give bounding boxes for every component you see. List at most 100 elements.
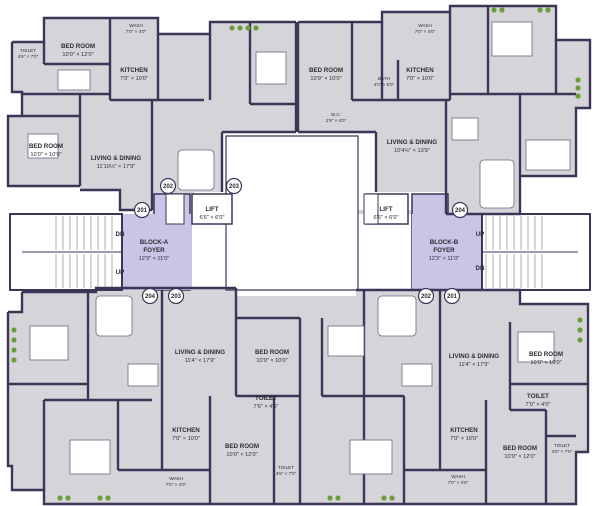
bed-icon [29, 325, 69, 361]
kitchen-d-dim: 7'0" × 10'0" [450, 436, 478, 442]
flat-number-label: 202 [163, 184, 174, 190]
dining-table-icon [451, 117, 479, 141]
plant-icon [537, 7, 543, 13]
toilet-b-name: TOILET [255, 395, 277, 402]
flat-number-label: 201 [447, 294, 458, 300]
kitchen-a-dim: 7'0" × 10'0" [120, 76, 148, 82]
bed-icon [491, 21, 533, 57]
bedroom-e-dim: 10'0" × 12'0" [226, 452, 257, 458]
flat-badge-circle [133, 201, 151, 219]
plant-icon [65, 495, 71, 501]
stair-left-up: UP [116, 269, 125, 276]
plant-icon [11, 357, 17, 363]
foyer-b-area [412, 214, 482, 290]
kitchen-b-name: KITCHEN [406, 67, 434, 74]
flat-badge-circle [451, 201, 469, 219]
toilet-d-name: TOILET [527, 393, 549, 400]
living-d-dim: 11'4" × 17'9" [459, 362, 490, 368]
lift-a-name: LIFT [205, 206, 218, 213]
plant-icon [575, 85, 581, 91]
bedroom-d-dim: 10'0" × 10'0" [256, 358, 287, 364]
toilet-c-dim: 4'6" × 7'0" [276, 471, 297, 476]
plant-icon [577, 327, 583, 333]
lift-b-dim: 6'6" × 6'0" [374, 215, 399, 221]
flat-number-label: 204 [145, 294, 156, 300]
bedroom-d-name: BED ROOM [255, 349, 289, 356]
toilet-e-name: TOILET [554, 443, 570, 448]
lift-shaft-a [165, 193, 185, 225]
wash-d-name: WASH [451, 474, 465, 479]
bed-icon [255, 51, 287, 85]
foyer-a-area [122, 214, 192, 290]
bedroom-e-name: BED ROOM [225, 443, 259, 450]
plant-icon [57, 495, 63, 501]
bed-icon [525, 139, 571, 171]
flat-badge-circle [225, 177, 243, 195]
bed-icon [57, 69, 91, 91]
wash-b-name: WASH [418, 23, 432, 28]
living-b-dim: 10'4½" × 13'9" [394, 147, 430, 154]
bedroom-b-name: BED ROOM [29, 143, 63, 150]
plant-icon [245, 25, 251, 31]
sofa-icon [377, 295, 417, 337]
flat-number-label: 203 [171, 294, 182, 300]
kitchen-c-name: KITCHEN [172, 427, 200, 434]
stair-left-dn: DN [116, 231, 125, 238]
lift-a-dim: 6'6" × 6'0" [200, 215, 225, 221]
plant-icon [491, 7, 497, 13]
flat-badge-circle [417, 287, 435, 305]
foyer-b-name2: FOYER [433, 247, 455, 254]
flat-badge-circle [167, 287, 185, 305]
flat-number-label: 201 [137, 208, 148, 214]
bedroom-a-name: BED ROOM [61, 43, 95, 50]
flat-number-label: 203 [229, 184, 240, 190]
plant-icon [327, 495, 333, 501]
plant-icon [577, 317, 583, 323]
room-labels: TOILET 4'6" × 7'0" BED ROOM 10'0" × 12'0… [18, 23, 573, 487]
bedroom-g-name: BED ROOM [503, 445, 537, 452]
kitchen-a-name: KITCHEN [120, 67, 148, 74]
plant-icon [381, 495, 387, 501]
plant-icon [11, 327, 17, 333]
plant-icon [11, 337, 17, 343]
bed-icon [517, 331, 555, 363]
bedroom-f-dim: 10'0" × 10'0" [530, 360, 561, 366]
foyer-b-name: BLOCK-B [430, 239, 459, 246]
flat-number-label: 204 [455, 208, 466, 214]
plant-icon [577, 337, 583, 343]
plant-icon [389, 495, 395, 501]
kitchen-c-dim: 7'0" × 10'0" [172, 436, 200, 442]
living-b-name: LIVING & DINING [387, 139, 437, 146]
wc-dim: 2'9" × 4'0" [326, 118, 347, 123]
plant-icon [545, 7, 551, 13]
flat-number-label: 202 [421, 294, 432, 300]
plant-icon [499, 7, 505, 13]
planters [11, 7, 583, 501]
toilet-d-dim: 7'0" × 4'0" [526, 402, 551, 408]
bath-dim: 4'0" × 6'0" [374, 82, 395, 87]
plant-icon [229, 25, 235, 31]
bed-icon [69, 439, 111, 475]
living-a-dim: 11'10½" × 17'9" [97, 163, 136, 170]
flat-number-badges: 201 202 203 204 204 203 202 201 [133, 177, 469, 305]
plant-icon [11, 347, 17, 353]
wc-name: W.C. [331, 112, 341, 117]
bed-icon [27, 133, 59, 159]
lift-b-name: LIFT [379, 206, 392, 213]
furniture [27, 21, 571, 475]
plant-icon [237, 25, 243, 31]
toilet-c-name: TOILET [278, 465, 294, 470]
lift-shaft-b [363, 193, 379, 225]
staircase-right [481, 213, 591, 291]
sofa-icon [177, 149, 215, 191]
toilet-a-dim: 4'6" × 7'0" [18, 54, 39, 59]
bedroom-a-dim: 10'0" × 12'0" [62, 52, 93, 58]
plant-icon [575, 93, 581, 99]
bedroom-c-dim: 10'9" × 10'0" [310, 76, 341, 82]
courtyard [226, 136, 358, 286]
kitchen-d-name: KITCHEN [450, 427, 478, 434]
flat-badge-circle [443, 287, 461, 305]
plant-icon [253, 25, 259, 31]
foyer-a-name: BLOCK-A [140, 239, 169, 246]
